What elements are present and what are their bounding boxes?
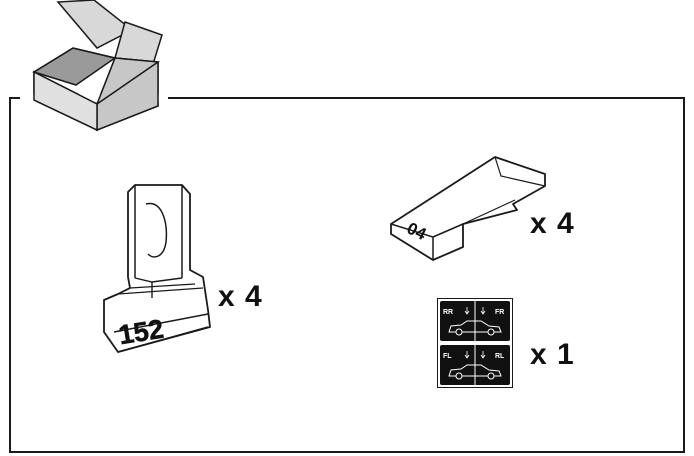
- sticker-car-top: [448, 320, 502, 336]
- foot-part-icon: 152: [103, 184, 211, 353]
- sticker-rl-label: RL: [495, 353, 505, 360]
- parts-frame: [9, 97, 685, 453]
- sticker-car-bottom: [448, 364, 502, 380]
- foot-quantity: x 4: [218, 280, 263, 313]
- foot-code: 152: [116, 314, 165, 351]
- frame-gap: [20, 94, 168, 102]
- sticker-fl-label: FL: [443, 353, 452, 360]
- sticker-fr-label: FR: [495, 309, 504, 316]
- pad-quantity: x 4: [530, 207, 575, 240]
- pad-part-icon: 04: [390, 156, 546, 261]
- sticker-quantity: x 1: [530, 338, 575, 371]
- open-box-bottom: [33, 57, 159, 132]
- position-sticker-icon: RR FR FL RL: [437, 298, 513, 388]
- sticker-rr-label: RR: [443, 309, 453, 316]
